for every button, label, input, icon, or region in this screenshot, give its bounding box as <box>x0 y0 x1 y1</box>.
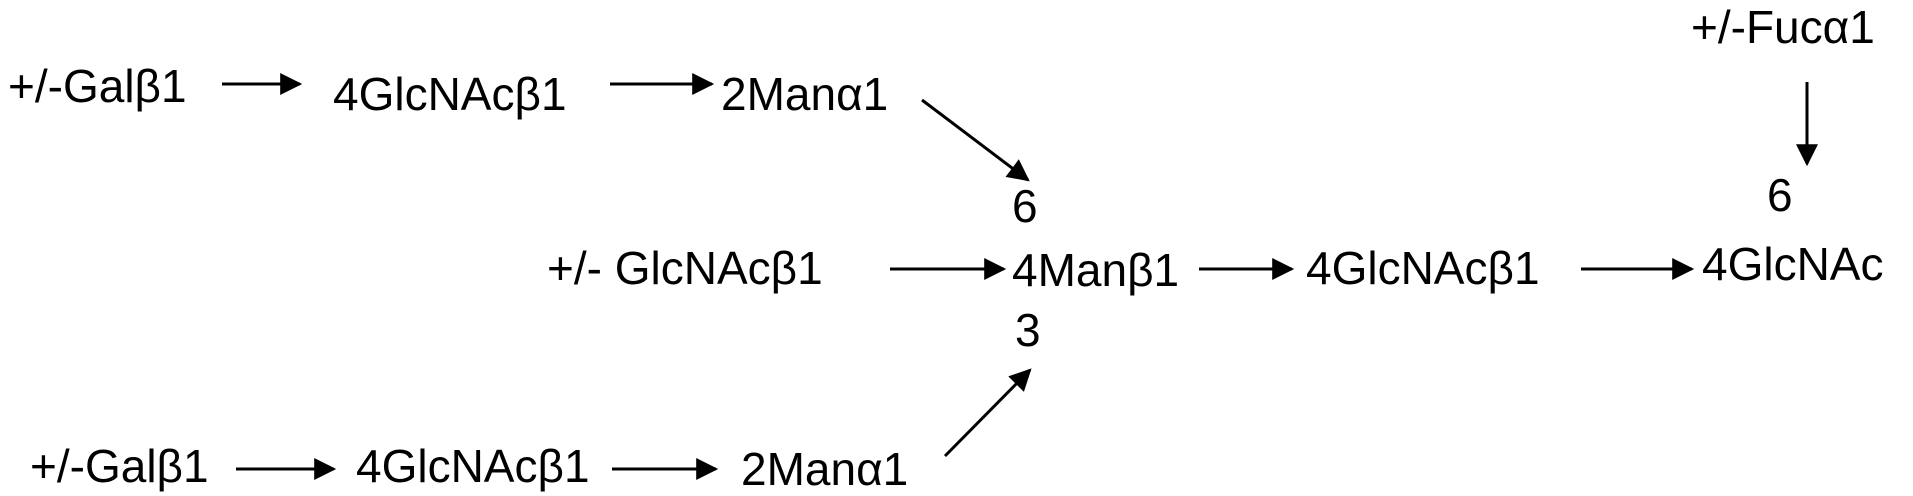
upper-galactose-label: +/-Galβ1 <box>8 63 187 109</box>
upper-glcnac-label: 4GlcNAcβ1 <box>333 71 567 117</box>
lower-glcnac-label: 4GlcNAcβ1 <box>356 443 590 489</box>
core-mannose-position-6-label: 6 <box>1012 183 1038 229</box>
reducing-end-glcnac-label: 4GlcNAc <box>1702 241 1883 287</box>
lower-galactose-label: +/-Galβ1 <box>30 443 209 489</box>
arrow-upper-man-to-core <box>922 100 1028 180</box>
fucose-label: +/-Fucα1 <box>1691 4 1875 50</box>
core-mannose-label: 4Manβ1 <box>1012 247 1179 293</box>
core-glcnac-label: 4GlcNAcβ1 <box>1306 245 1540 291</box>
upper-mannose-label: 2Manα1 <box>721 71 888 117</box>
core-mannose-position-3-label: 3 <box>1015 307 1041 353</box>
bisecting-glcnac-label: +/- GlcNAcβ1 <box>547 245 823 291</box>
reducing-end-position-6-label: 6 <box>1767 172 1793 218</box>
lower-mannose-label: 2Manα1 <box>741 446 908 492</box>
arrow-lower-man-to-core <box>945 370 1030 456</box>
